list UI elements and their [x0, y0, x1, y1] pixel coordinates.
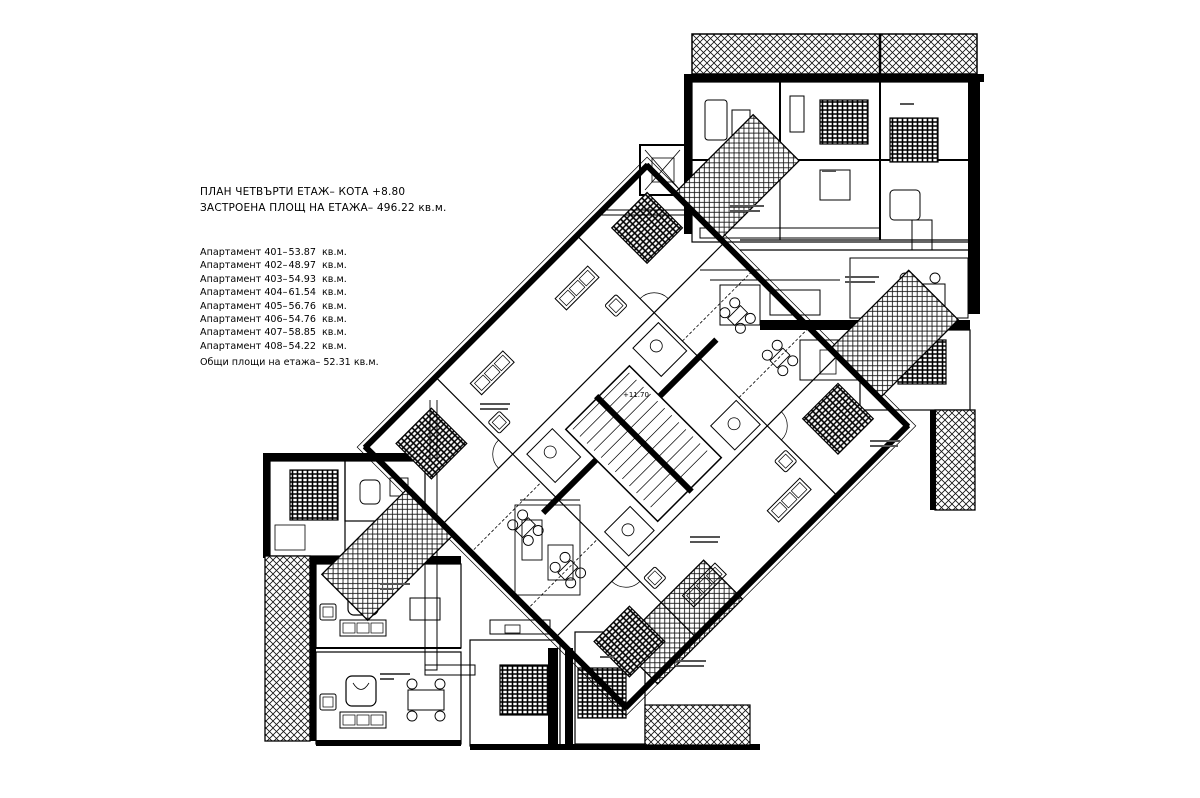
- apartment-row: Апартамент 408–54.22 кв.м.: [200, 340, 430, 353]
- apartment-area: 56.76: [288, 300, 316, 312]
- apartment-unit: кв.м.: [322, 314, 347, 326]
- apartment-row: Апартамент 405–56.76 кв.м.: [200, 300, 430, 313]
- plan-title: ПЛАН ЧЕТВЪРТИ ЕТАЖ– КОТА +8.80: [200, 186, 406, 198]
- apartment-unit: кв.м.: [322, 273, 347, 285]
- room-label-marks: [380, 103, 914, 680]
- apartment-label: Апартамент 408–: [200, 340, 288, 352]
- connectors: [429, 209, 690, 596]
- apartment-label: Апартамент 404–: [200, 287, 288, 299]
- apartment-area: 54.22: [288, 340, 316, 352]
- apartment-area: 61.54: [288, 287, 316, 299]
- level-mark-label: +11.70: [623, 391, 649, 399]
- apartment-row: Апартамент 401–53.87 кв.м.: [200, 246, 430, 259]
- apartment-row: Апартамент 407–58.85 кв.м.: [200, 326, 430, 339]
- south-west-wing: [263, 453, 760, 750]
- north-east-wing: [639, 33, 984, 511]
- apartment-label: Апартамент 405–: [200, 300, 288, 312]
- plan-legend: ПЛАН ЧЕТВЪРТИ ЕТАЖ– КОТА +8.80 ЗАСТРОЕНА…: [200, 184, 447, 371]
- apartment-label: Апартамент 406–: [200, 314, 288, 326]
- apartment-row: Апартамент 403–54.93 кв.м.: [200, 273, 430, 286]
- apartment-area: 58.85: [288, 327, 316, 339]
- common-area-label: Общи площи на етажа– 52.31 кв.м.: [200, 357, 379, 369]
- apartment-unit: кв.м.: [322, 287, 347, 299]
- central-rotated-block: [320, 113, 960, 717]
- apartment-row: Апартамент 406–54.76 кв.м.: [200, 313, 430, 326]
- apartment-label: Апартамент 407–: [200, 327, 288, 339]
- apartment-area: 54.76: [288, 314, 316, 326]
- apartment-area: 48.97: [288, 260, 316, 272]
- apartment-area: 54.93: [288, 273, 316, 285]
- built-area-label: ЗАСТРОЕНА ПЛОЩ НА ЕТАЖА– 496.22 кв.м.: [200, 202, 447, 214]
- apartment-area: 53.87: [288, 247, 316, 258]
- apartment-unit: кв.м.: [322, 300, 347, 312]
- apartment-unit: кв.м.: [322, 327, 347, 339]
- apartment-label: Апартамент 403–: [200, 273, 288, 285]
- apartment-row: Апартамент 404–61.54 кв.м.: [200, 286, 430, 299]
- apartment-label: Апартамент 402–: [200, 260, 288, 272]
- apartment-unit: кв.м.: [322, 247, 347, 258]
- apartment-label: Апартамент 401–: [200, 247, 288, 258]
- apartment-unit: кв.м.: [322, 260, 347, 272]
- apartment-unit: кв.м.: [322, 340, 347, 352]
- apartment-area-list: Апартамент 401–53.87 кв.м. Апартамент 402…: [200, 246, 430, 353]
- apartment-row: Апартамент 402–48.97 кв.м.: [200, 259, 430, 272]
